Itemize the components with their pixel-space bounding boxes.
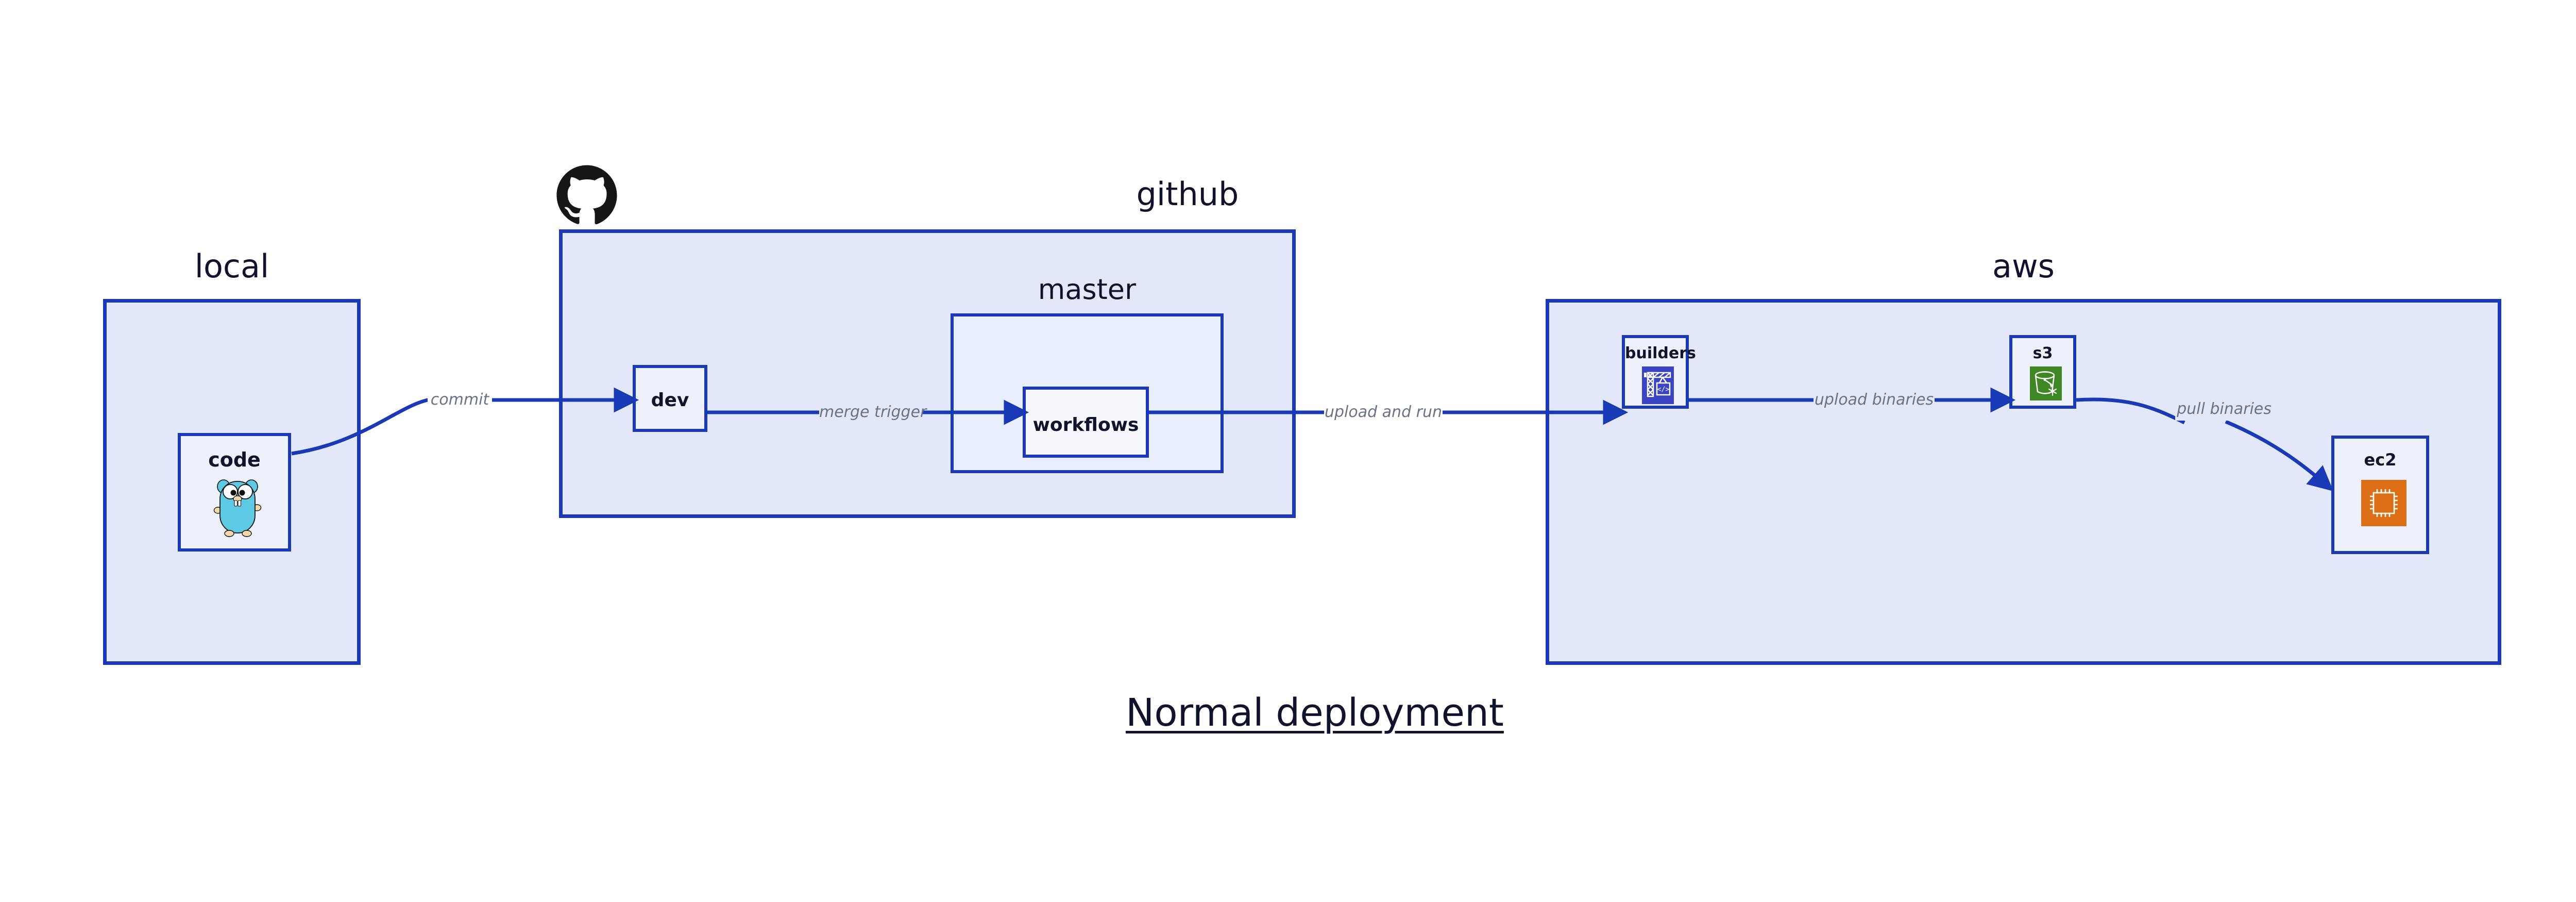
- group-label-aws: aws: [1992, 247, 2055, 285]
- node-box-dev[interactable]: dev: [633, 365, 707, 432]
- edge-label-commit: commit: [428, 389, 492, 411]
- aws-builders-crane-icon: </>: [1642, 366, 1674, 404]
- node-box-s3[interactable]: s3: [2009, 335, 2076, 409]
- edge-label-upload-binaries: upload binaries: [1814, 389, 1935, 411]
- group-label-github: github: [1136, 175, 1239, 213]
- group-label-local: local: [194, 247, 269, 285]
- group-label-master: master: [1038, 273, 1137, 306]
- node-box-builders[interactable]: builders: [1622, 335, 1696, 409]
- svg-text:</>: </>: [1657, 386, 1670, 394]
- go-gopher-icon: [211, 475, 264, 537]
- edge-label-upload-and-run: upload and run: [1324, 401, 1443, 424]
- github-octocat-logo: [555, 164, 618, 227]
- diagram-title: Normal deployment: [1126, 691, 1504, 735]
- edge-label-pull-binaries: pull binaries: [2175, 398, 2273, 421]
- node-label-code: code: [208, 448, 261, 471]
- node-label-dev: dev: [651, 390, 689, 411]
- node-label-builders: builders: [1625, 344, 1696, 362]
- aws-s3-bucket-icon: [2030, 366, 2062, 400]
- aws-ec2-chip-icon: [2361, 480, 2406, 526]
- node-box-code[interactable]: code: [178, 433, 291, 552]
- node-label-workflows: workflows: [1032, 414, 1139, 436]
- node-label-ec2: ec2: [2364, 450, 2397, 470]
- edge-label-merge-trigger: merge trigger: [819, 401, 926, 424]
- node-box-workflows[interactable]: workflows: [1023, 387, 1149, 458]
- node-box-ec2[interactable]: ec2: [2331, 436, 2429, 554]
- node-label-s3: s3: [2032, 344, 2053, 362]
